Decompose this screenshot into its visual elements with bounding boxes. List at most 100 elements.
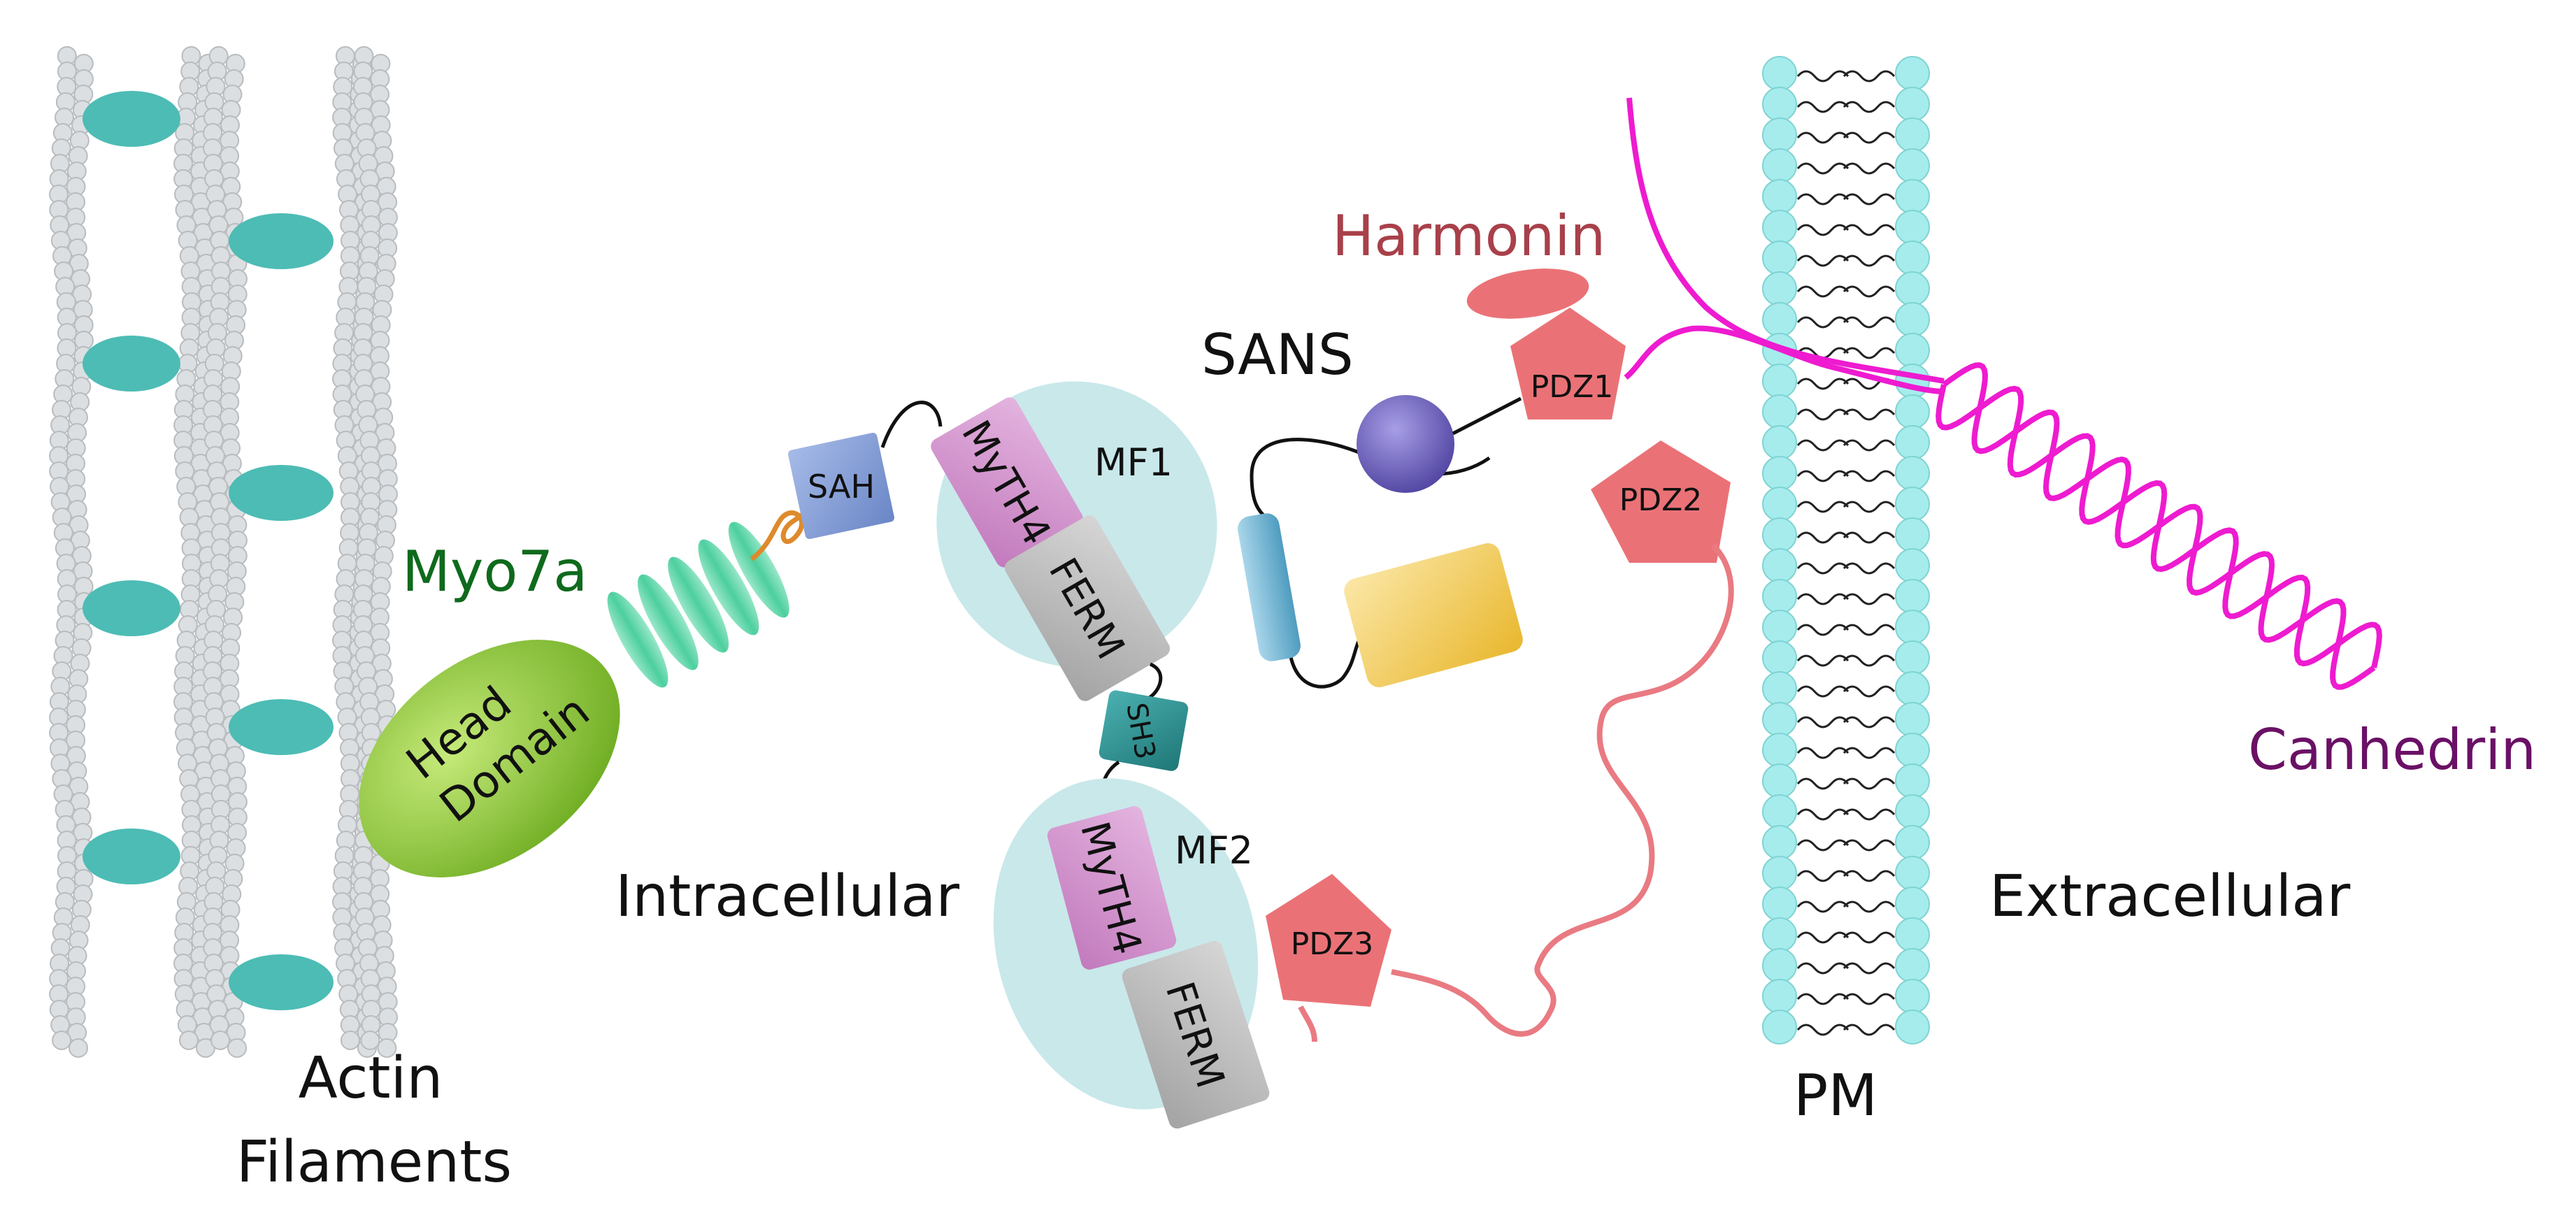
- lipid-head: [1762, 364, 1797, 399]
- lipid-tail: [1796, 224, 1849, 236]
- lipid-tail: [1796, 378, 1849, 390]
- lipid-head: [1895, 979, 1930, 1014]
- lipid-head: [1762, 887, 1797, 921]
- lipid-tail: [1796, 531, 1849, 544]
- harmonin-n-domain: [1466, 268, 1589, 319]
- lipid-head: [1762, 210, 1797, 245]
- sans-protein: [1238, 395, 1523, 689]
- lipid-head: [1895, 210, 1930, 245]
- lipid-tail: [1796, 562, 1849, 575]
- lipid-head: [1895, 56, 1930, 91]
- lipid-head: [1762, 425, 1797, 460]
- lipid-head: [1895, 825, 1930, 860]
- lipid-head: [1895, 548, 1930, 583]
- lipid-head: [1895, 87, 1930, 122]
- actin-bead: [340, 1031, 360, 1050]
- lipid-head: [1762, 1010, 1797, 1045]
- harmonin-label: Harmonin: [1332, 203, 1605, 268]
- lipid-tail: [1796, 685, 1849, 698]
- actin-filaments: [49, 46, 398, 1058]
- lipid-head: [1762, 117, 1797, 152]
- pdz1-label: PDZ1: [1531, 369, 1614, 405]
- lipid-head: [1895, 794, 1930, 829]
- lipid-tail: [1796, 962, 1849, 975]
- lipid-head: [1762, 271, 1797, 306]
- lipid-head: [1762, 640, 1797, 675]
- lipid-head: [1762, 702, 1797, 737]
- lipid-tail: [1796, 870, 1849, 882]
- lipid-head: [1895, 887, 1930, 921]
- head-domain: Head Domain: [359, 640, 620, 877]
- lipid-tail: [1796, 900, 1849, 913]
- lipid-head: [1762, 302, 1797, 337]
- sah-mf1-link: [880, 401, 943, 448]
- lipid-head: [1895, 456, 1930, 491]
- lipid-tail: [1842, 70, 1896, 82]
- lipid-head: [1895, 394, 1930, 429]
- lipid-head: [1895, 425, 1930, 460]
- lipid-head: [1762, 517, 1797, 552]
- lipid-tail: [1796, 316, 1849, 329]
- lipid-tail: [1796, 285, 1849, 298]
- mf2-label: MF2: [1175, 828, 1253, 873]
- plasma-membrane: [1762, 56, 1930, 1045]
- lipid-tail: [1842, 931, 1896, 944]
- mf2-region: MyTH4 FERM MF2: [993, 778, 1270, 1129]
- harmonin-tail: [1298, 543, 1734, 1042]
- lipid-head: [1762, 733, 1797, 768]
- lipid-tail: [1796, 747, 1849, 759]
- actin-bead: [377, 1038, 397, 1058]
- sah-label: SAH: [808, 468, 875, 505]
- actin-bead: [178, 1031, 199, 1050]
- lipid-tail: [1796, 777, 1849, 790]
- lipid-tail: [1796, 1024, 1849, 1036]
- lipid-head: [1895, 763, 1930, 798]
- actin-bead: [69, 1038, 89, 1058]
- myo7a-label: Myo7a: [402, 539, 587, 604]
- pdz3-label: PDZ3: [1291, 926, 1374, 962]
- mf1-region: MyTH4 FERM MF1: [931, 381, 1217, 701]
- lipid-tail: [1842, 531, 1896, 544]
- lipid-tail: [1842, 808, 1896, 821]
- cadherin-strand-b: [1942, 362, 2376, 690]
- actin-binding-proteins: [83, 91, 334, 1010]
- lipid-head: [1762, 87, 1797, 122]
- extracellular-label: Extracellular: [1989, 863, 2351, 930]
- lipid-tail: [1796, 501, 1849, 513]
- lipid-tail: [1842, 747, 1896, 759]
- lipid-tail: [1842, 962, 1896, 975]
- lipid-tail: [1842, 839, 1896, 852]
- lipid-head: [1762, 579, 1797, 614]
- lipid-head: [1762, 979, 1797, 1014]
- lipid-tail: [1796, 993, 1849, 1005]
- lipid-tail: [1796, 439, 1849, 452]
- lipid-tail: [1842, 347, 1896, 359]
- intracellular-label: Intracellular: [615, 863, 959, 930]
- lever-arm: [607, 522, 789, 688]
- lipid-tail: [1796, 931, 1849, 944]
- lipid-tail: [1796, 716, 1849, 728]
- actin-label-line1: Actin: [299, 1045, 443, 1112]
- lipid-head: [1762, 487, 1797, 522]
- mf1-label: MF1: [1094, 440, 1173, 485]
- cadherin: [1624, 97, 2382, 690]
- lipid-head: [1762, 241, 1797, 275]
- lipid-head: [1762, 148, 1797, 183]
- lipid-tail: [1842, 685, 1896, 698]
- actin-label-line2: Filaments: [236, 1129, 512, 1196]
- actin-bead: [52, 1031, 72, 1050]
- lipid-head: [1762, 610, 1797, 645]
- pdz2-domain: PDZ2: [1591, 440, 1731, 563]
- lipid-head: [1895, 517, 1930, 552]
- lipid-head: [1895, 364, 1930, 399]
- lipid-tail: [1796, 839, 1849, 852]
- lipid-tail: [1842, 162, 1896, 175]
- lipid-head: [1895, 148, 1930, 183]
- lipid-head: [1762, 917, 1797, 952]
- lipid-tail: [1796, 101, 1849, 113]
- actin-bead: [227, 1038, 248, 1058]
- lipid-tail: [1796, 624, 1849, 636]
- lipid-tail: [1842, 285, 1896, 298]
- linker-loop: [750, 498, 823, 561]
- sh3-domain: SH3: [1099, 690, 1189, 771]
